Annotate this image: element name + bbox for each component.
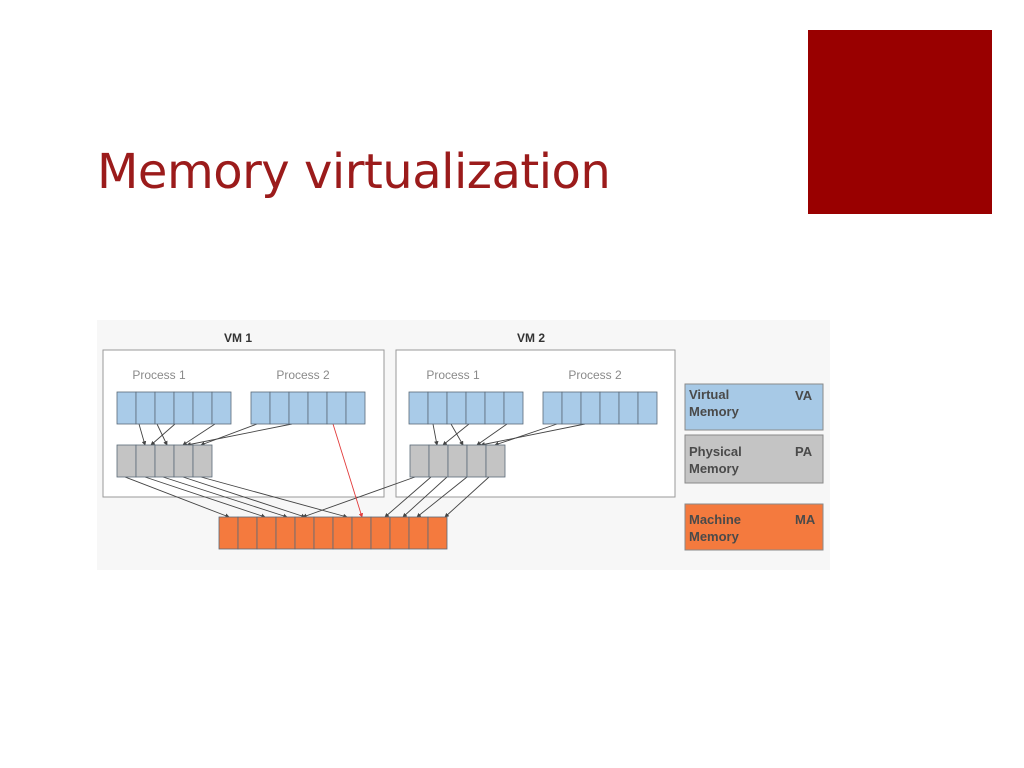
vm2-process2-virtual-pages-page <box>618 391 639 425</box>
vm2-physical-pages <box>409 444 506 478</box>
vm1-process2-virtual-pages-page <box>269 391 290 425</box>
pa-to-ma-arrow <box>124 476 230 518</box>
vm1-physical-pages-page <box>173 444 194 478</box>
vm1-physical-pages <box>116 444 213 478</box>
pa-to-ma-arrow <box>384 476 432 518</box>
pa-to-ma-arrow <box>416 476 468 518</box>
vm2-process1-virtual-pages-page <box>427 391 448 425</box>
legend-virtual-memory <box>684 383 824 431</box>
legend-physical-memory <box>684 434 824 484</box>
va-to-pa-arrow <box>138 423 147 446</box>
machine-pages-page <box>408 516 429 550</box>
pa-to-ma-arrow <box>182 476 306 518</box>
va-to-pa-arrow <box>480 423 586 447</box>
vm2-process2-virtual-pages <box>542 391 658 425</box>
vm1-process2-label: Process 2 <box>276 368 330 382</box>
pa-to-ma-arrow <box>402 476 448 518</box>
vm1-process2-virtual-pages-page <box>288 391 309 425</box>
vm2-process2-label: Process 2 <box>568 368 622 382</box>
pa-to-ma-arrow <box>302 476 416 518</box>
machine-pages-page <box>294 516 315 550</box>
diagram-canvas: VM 1 Process 1 Process 2 VM 2 Process 1 … <box>102 331 824 551</box>
pa-to-ma-arrow <box>162 476 288 518</box>
vm2-process1-virtual-pages-page <box>465 391 486 425</box>
vm2-process1-virtual-pages-page <box>484 391 505 425</box>
vm2-physical-pages-page <box>447 444 468 478</box>
va-to-pa-arrow <box>432 423 439 446</box>
vm1-process2-virtual-pages <box>250 391 366 425</box>
machine-pages-page <box>370 516 391 550</box>
vm2-process1-virtual-pages <box>408 391 524 425</box>
machine-pages-page <box>275 516 296 550</box>
vm1-process2-virtual-pages-page <box>326 391 347 425</box>
vm1-process1-label: Process 1 <box>132 368 186 382</box>
machine-pages-page <box>313 516 334 550</box>
vm2-process2-virtual-pages-page <box>580 391 601 425</box>
vm2-process2-virtual-pages-page <box>637 391 658 425</box>
vm1-process2-virtual-pages-page <box>307 391 328 425</box>
vm1-physical-pages-page <box>135 444 156 478</box>
memory-virtualization-diagram: VM 1 Process 1 Process 2 VM 2 Process 1 … <box>97 320 830 570</box>
va-to-pa-arrow <box>182 423 216 446</box>
vm1-process1-virtual-pages <box>116 391 232 425</box>
vm2-physical-pages-page <box>466 444 487 478</box>
vm2-physical-pages-page <box>409 444 430 478</box>
vm2-physical-pages-page <box>485 444 506 478</box>
machine-pages-page <box>351 516 372 550</box>
machine-pages-page <box>389 516 410 550</box>
vm1-process1-virtual-pages-page <box>192 391 213 425</box>
memory-blocks <box>116 391 658 550</box>
pa-to-ma-arrow <box>144 476 266 518</box>
va-to-pa-arrow <box>150 423 176 446</box>
va-to-pa-arrow <box>156 423 168 446</box>
vm1-process1-virtual-pages-page <box>173 391 194 425</box>
vm1-physical-pages-page <box>192 444 213 478</box>
vm1-process1-virtual-pages-page <box>154 391 175 425</box>
legend-machine-line2: Memory <box>689 529 740 544</box>
legend-machine-line1: Machine <box>689 512 741 527</box>
va-to-pa-arrow <box>476 423 508 446</box>
vm1-physical-pages-page <box>154 444 175 478</box>
vm2-process2-virtual-pages-page <box>599 391 620 425</box>
machine-pages <box>218 516 448 550</box>
vm2-process1-label: Process 1 <box>426 368 480 382</box>
va-to-pa-arrow <box>186 423 293 447</box>
machine-pages-page <box>237 516 258 550</box>
legend-machine-memory <box>684 503 824 551</box>
highlighted-va-to-ma-arrow <box>332 423 364 518</box>
vm1-process1-virtual-pages-page <box>116 391 137 425</box>
mapping-arrows <box>124 423 586 519</box>
vm1-physical-pages-page <box>116 444 137 478</box>
legend-ma-abbr: MA <box>795 512 816 527</box>
machine-pages-page <box>218 516 239 550</box>
vm2-process1-virtual-pages-page <box>503 391 524 425</box>
vm1-process2-virtual-pages-page <box>250 391 271 425</box>
vm2-process2-virtual-pages-page <box>561 391 582 425</box>
accent-square <box>808 30 992 214</box>
vm1-process2-virtual-pages-page <box>345 391 366 425</box>
pa-to-ma-arrow <box>444 476 490 518</box>
legend-physical-line2: Memory <box>689 461 740 476</box>
va-to-pa-arrow <box>494 423 558 446</box>
vm2-process1-virtual-pages-page <box>446 391 467 425</box>
vm2-process1-virtual-pages-page <box>408 391 429 425</box>
va-to-pa-arrow <box>200 423 258 446</box>
legend-va-abbr: VA <box>795 388 813 403</box>
vm1-process1-virtual-pages-page <box>211 391 232 425</box>
machine-pages-page <box>256 516 277 550</box>
vm2-physical-pages-page <box>428 444 449 478</box>
va-to-pa-arrow <box>450 423 464 446</box>
machine-pages-page <box>427 516 448 550</box>
legend-virtual-line1: Virtual <box>689 387 729 402</box>
vm2-process2-virtual-pages-page <box>542 391 563 425</box>
legend-pa-abbr: PA <box>795 444 813 459</box>
vm1-title: VM 1 <box>224 331 252 345</box>
slide-title: Memory virtualization <box>97 144 611 200</box>
legend-physical-line1: Physical <box>689 444 742 459</box>
machine-pages-page <box>332 516 353 550</box>
legend-virtual-line2: Memory <box>689 404 740 419</box>
va-to-pa-arrow <box>442 423 470 446</box>
vm2-title: VM 2 <box>517 331 545 345</box>
vm1-process1-virtual-pages-page <box>135 391 156 425</box>
